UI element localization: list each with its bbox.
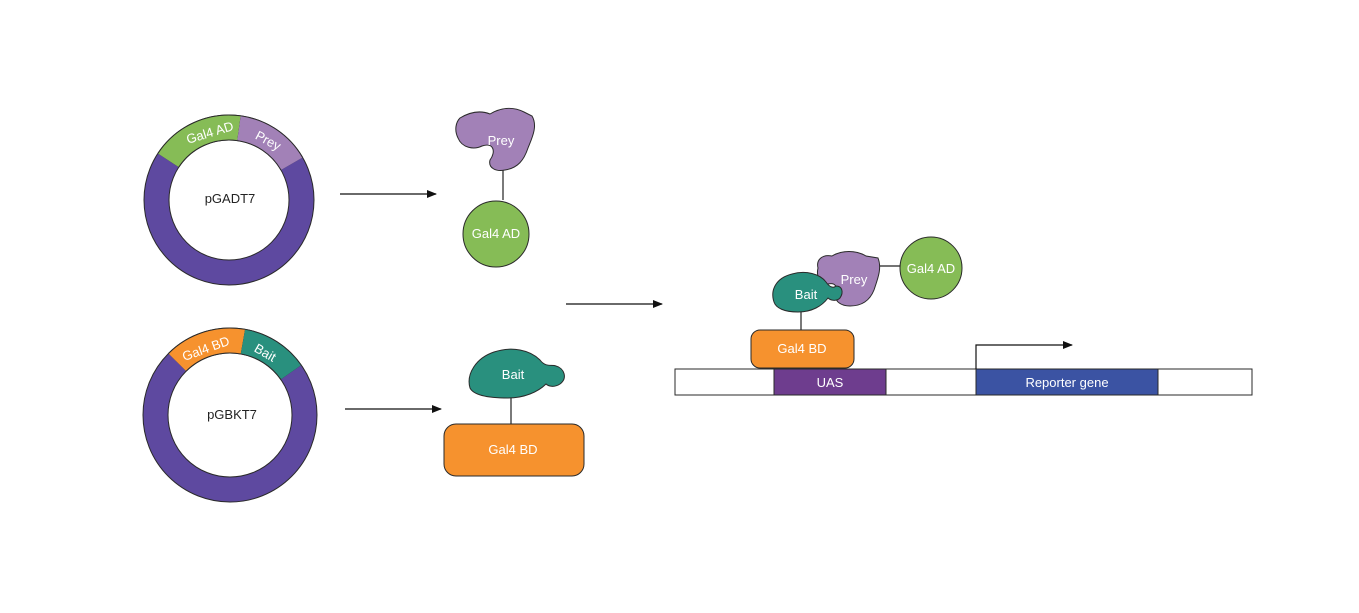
complex-gal4-bd <box>750 329 855 369</box>
prey-segment <box>236 116 303 171</box>
complex-gal4-ad <box>899 236 963 300</box>
plasmid-pgadt7: Gal4 AD Prey pGADT7 <box>143 114 315 286</box>
gal4-ad-label: Gal4 AD <box>472 226 520 241</box>
prey-protein <box>455 107 535 171</box>
transcription-start-arrow <box>975 341 1073 369</box>
complex-prey <box>817 251 881 307</box>
plasmid-name: pGADT7 <box>205 191 256 206</box>
bait-label: Bait <box>502 367 525 382</box>
complex-prey-label: Prey <box>841 272 868 287</box>
prey-label: Prey <box>488 133 515 148</box>
uas-region <box>773 368 887 396</box>
uas-label: UAS <box>817 375 844 390</box>
transcription-complex: UAS Reporter gene Gal4 BD Prey Bait Gal4… <box>674 236 1253 396</box>
plasmid-name: pGBKT7 <box>207 407 257 422</box>
gal4-bd-label: Gal4 BD <box>488 442 537 457</box>
complex-gal4-bd-label: Gal4 BD <box>777 341 826 356</box>
prey-ad-fusion: Prey Gal4 AD <box>455 107 535 268</box>
reporter-gene-label: Reporter gene <box>1025 375 1108 390</box>
dna-strand <box>674 368 1253 396</box>
bait-bd-fusion: Bait Gal4 BD <box>443 348 585 477</box>
gal4-bd-domain <box>443 423 585 477</box>
gal4-bd-segment <box>168 328 246 372</box>
reporter-gene-region <box>975 368 1159 396</box>
gal4-ad-domain <box>462 200 530 268</box>
complex-bait-label: Bait <box>795 287 818 302</box>
complex-bait <box>772 271 843 313</box>
bait-segment <box>240 329 301 380</box>
bait-protein <box>468 348 565 399</box>
complex-gal4-ad-label: Gal4 AD <box>907 261 955 276</box>
gal4-ad-segment <box>158 115 241 168</box>
plasmid-pgbkt7: Gal4 BD Bait pGBKT7 <box>142 327 318 503</box>
